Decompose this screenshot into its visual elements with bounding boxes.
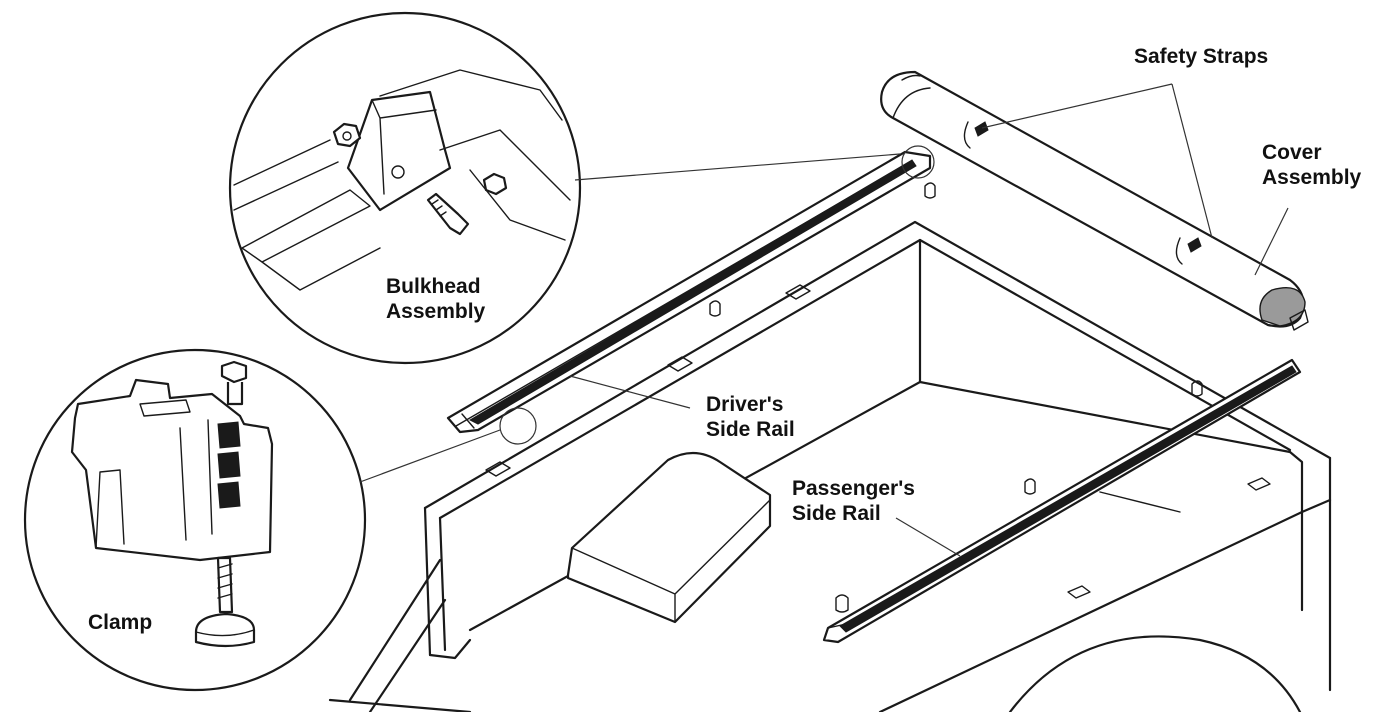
bulkhead-bracket-hole xyxy=(391,165,405,179)
cover-assembly-leader xyxy=(1254,207,1289,276)
clamp-screw xyxy=(216,556,234,614)
bed-passenger-bottom xyxy=(878,498,1332,712)
safety-straps-leader xyxy=(981,83,1213,239)
truck-bed xyxy=(328,182,1332,712)
bulkhead-text-2: Assembly xyxy=(386,300,486,323)
cover-assembly-label: Cover Assembly xyxy=(1262,140,1361,190)
passengers-side-rail xyxy=(822,358,1302,644)
wheel-arch xyxy=(1008,635,1302,712)
cover-assembly xyxy=(880,70,1309,331)
drivers-side-rail-label: Driver's Side Rail xyxy=(706,392,795,442)
bulkhead-bracket-face xyxy=(371,99,437,195)
cover-assembly-text-1: Cover xyxy=(1262,141,1322,164)
passengers-side-rail-label: Passenger's Side Rail xyxy=(792,476,915,526)
bulkhead-leader xyxy=(574,153,901,181)
clamp-text: Clamp xyxy=(88,611,153,634)
clamp-label: Clamp xyxy=(88,610,152,635)
bulkhead-nut xyxy=(332,122,362,148)
clamp-target-circle xyxy=(499,407,537,445)
bulkhead-nut-2 xyxy=(482,172,508,196)
stake-pocket xyxy=(485,461,511,477)
bed-floor-crease xyxy=(1099,491,1181,513)
wheel-well-hump-edge xyxy=(571,499,771,623)
safety-straps-text: Safety Straps xyxy=(1134,45,1269,68)
bulkhead-bolt-thread xyxy=(431,199,447,217)
clamp-pad xyxy=(217,421,241,449)
bulkhead-detail-rail xyxy=(233,139,381,291)
cover-roll-endcap-near xyxy=(892,74,931,119)
stake-pocket xyxy=(667,356,693,372)
clamp-pad xyxy=(217,481,241,509)
clamp-top-bolt xyxy=(220,360,248,406)
passengers-rail-leader xyxy=(895,517,961,557)
drivers-rail-lip xyxy=(455,161,911,427)
stake-pocket xyxy=(1247,477,1271,491)
clamp-leader xyxy=(359,429,501,483)
bulkhead-target-circle xyxy=(901,145,935,179)
bed-passenger-exterior xyxy=(1288,450,1332,692)
passengers-rail-text-2: Side Rail xyxy=(792,502,881,525)
bulkhead-text-1: Bulkhead xyxy=(386,275,481,298)
clamp-slot xyxy=(139,399,191,417)
safety-straps-label: Safety Straps xyxy=(1134,44,1268,69)
bed-side-wall xyxy=(423,506,447,657)
bulkhead-nut-hole xyxy=(342,131,352,141)
tailgate-lines xyxy=(328,558,472,712)
safety-strap xyxy=(974,121,989,137)
cover-roll-bracket xyxy=(1289,309,1309,331)
drivers-rail-text-2: Side Rail xyxy=(706,418,795,441)
bulkhead-callout xyxy=(228,11,582,365)
drivers-rail-leader xyxy=(569,375,691,409)
fastener xyxy=(709,300,721,317)
bulkhead-bolt xyxy=(426,192,470,236)
bed-side-edge xyxy=(428,638,472,660)
fastener xyxy=(1191,380,1203,397)
passengers-rail-endcap xyxy=(823,594,849,641)
stake-pocket xyxy=(1067,585,1091,599)
stake-pocket xyxy=(785,284,811,300)
bulkhead-assembly-label: Bulkhead Assembly xyxy=(386,274,485,324)
leader-lines xyxy=(359,83,1289,557)
clamp-pad xyxy=(217,451,241,479)
clamp-knob-edge xyxy=(195,629,255,637)
clamp-face xyxy=(95,419,213,549)
cover-roll-stripe xyxy=(963,121,1183,265)
cover-roll-body xyxy=(880,70,1305,328)
passengers-rail-groove xyxy=(839,365,1297,633)
cover-assembly-text-2: Assembly xyxy=(1262,166,1362,189)
clamp-knob xyxy=(194,612,256,648)
drivers-rail-text-1: Driver's xyxy=(706,393,784,416)
passengers-rail-text-1: Passenger's xyxy=(792,477,915,500)
wheel-well-hump xyxy=(566,451,772,624)
clamp-callout xyxy=(23,348,367,692)
bed-rim-outer xyxy=(423,220,1332,510)
safety-strap xyxy=(1187,237,1202,253)
clamp-screw-thread xyxy=(217,563,233,599)
fastener xyxy=(924,182,936,199)
bulkhead-structure xyxy=(379,69,571,241)
fastener xyxy=(1024,478,1036,495)
drivers-rail-endcap xyxy=(447,413,479,433)
